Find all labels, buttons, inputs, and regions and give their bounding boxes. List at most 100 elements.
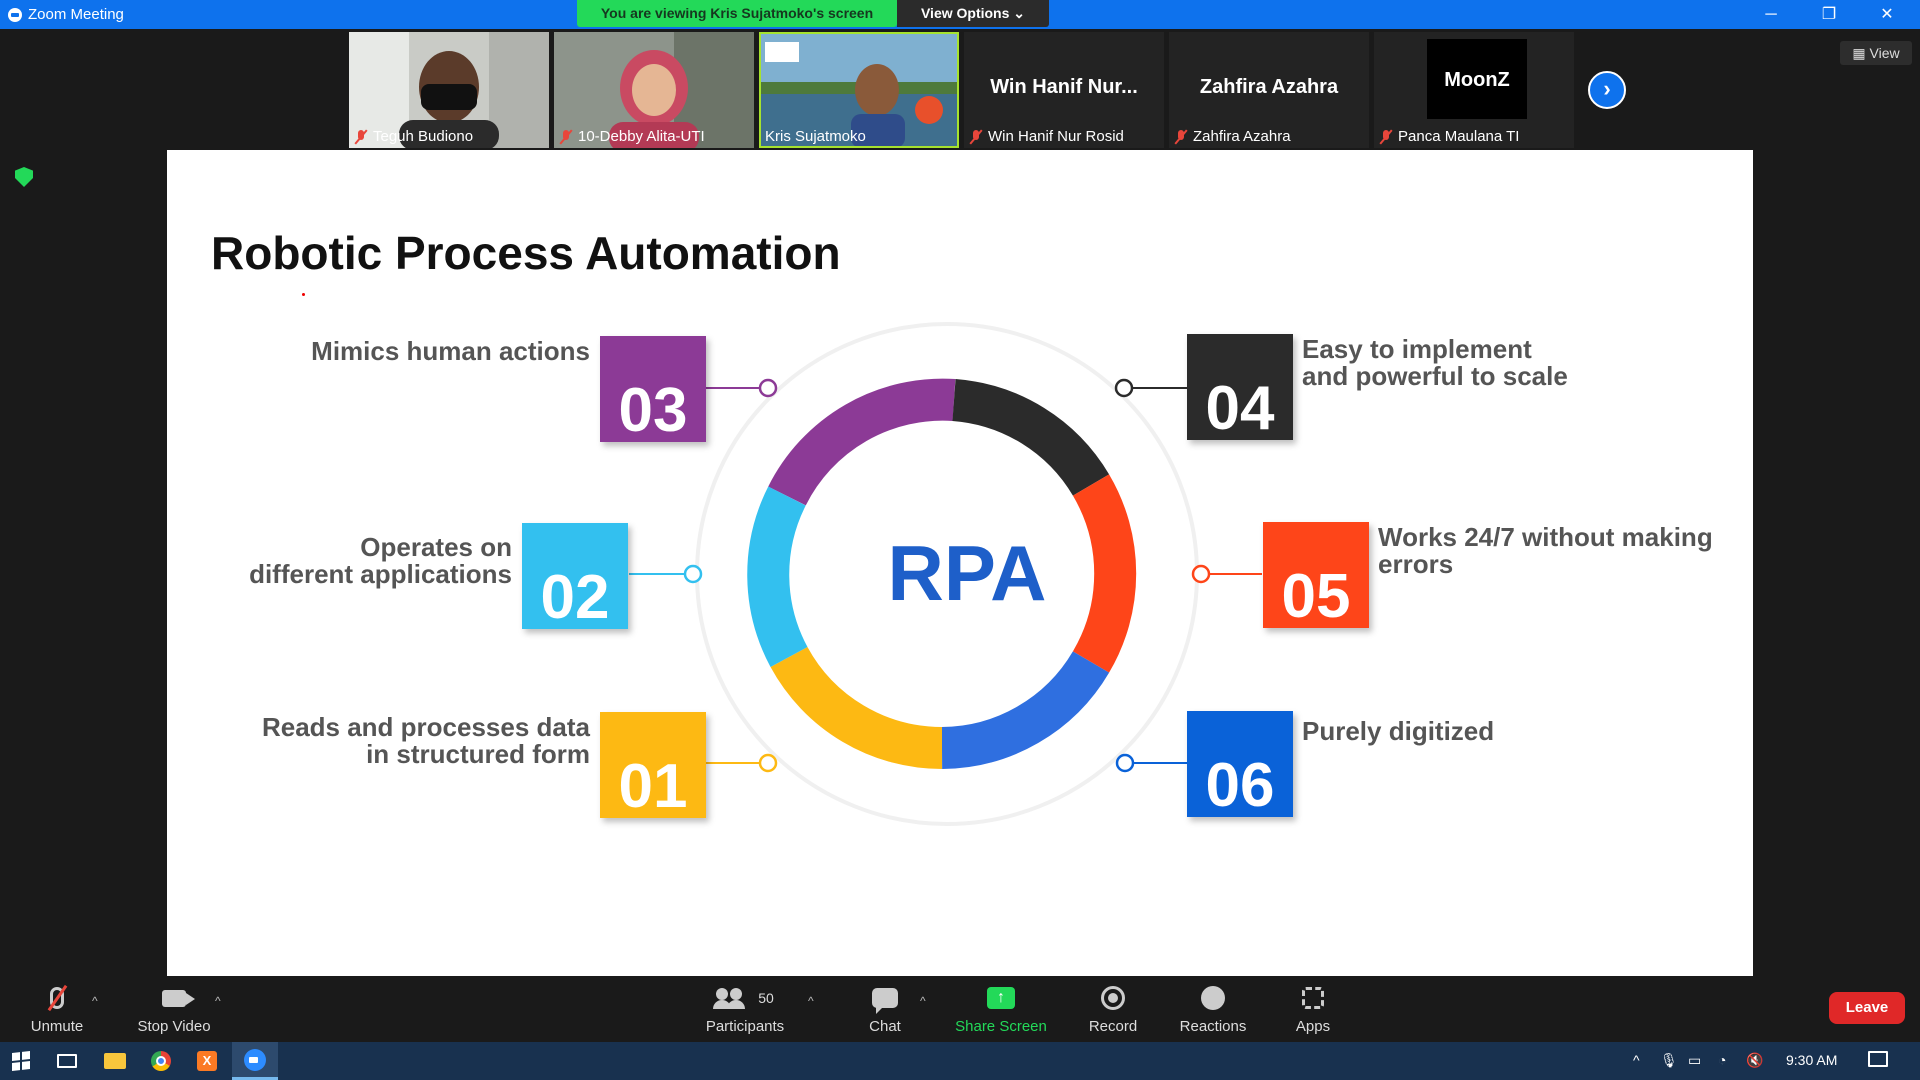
apps-button[interactable]: Apps (1258, 978, 1368, 1042)
point-text-06: Purely digitized (1302, 716, 1495, 746)
apps-icon (1302, 987, 1324, 1009)
viewing-screen-banner: You are viewing Kris Sujatmoko's screen (577, 0, 897, 27)
reactions-icon (1201, 986, 1225, 1010)
participant-name: 10-Debby Alita-UTI (560, 128, 705, 145)
video-options-caret[interactable]: ^ (215, 994, 221, 1008)
participant-tile[interactable]: MoonZ Panca Maulana TI (1374, 32, 1574, 148)
close-button[interactable]: ✕ (1880, 6, 1894, 23)
ring-segment-02 (747, 486, 808, 667)
number-box-04: 04 (1187, 334, 1293, 443)
audio-options-caret[interactable]: ^ (92, 994, 98, 1008)
number-box-06: 06 (1187, 711, 1293, 820)
windows-taskbar: X ^ 🎙 ▭ ◔ 🔇 9:30 AM (0, 1042, 1920, 1080)
battery-icon[interactable]: ▭ (1688, 1052, 1702, 1068)
participant-name: Panca Maulana TI (1380, 128, 1519, 145)
xampp-button[interactable]: X (186, 1042, 228, 1080)
mic-off-icon (970, 129, 982, 144)
tray-microphone-icon[interactable]: 🎙 (1660, 1052, 1678, 1068)
record-button[interactable]: Record (1058, 978, 1168, 1042)
microphone-icon (50, 987, 64, 1009)
next-page-arrow-icon[interactable]: › (1588, 71, 1626, 109)
ring-segment-06 (941, 650, 1110, 769)
zoom-icon (244, 1048, 266, 1071)
participant-tile[interactable]: 10-Debby Alita-UTI (554, 32, 754, 148)
participant-video (349, 32, 549, 148)
share-screen-button[interactable]: ↑ Share Screen (955, 987, 1047, 1035)
point-text-04: Easy to implement and powerful to scale (1302, 334, 1568, 391)
number-box-05: 05 (1263, 522, 1369, 631)
start-button[interactable] (0, 1042, 42, 1080)
participant-name: Kris Sujatmoko (765, 128, 866, 145)
participant-display-name: Win Hanif Nur... (990, 76, 1138, 98)
mic-off-icon (1175, 129, 1187, 144)
window-title: Zoom Meeting (28, 6, 124, 23)
zoom-app-icon (8, 8, 22, 22)
record-icon (1101, 986, 1125, 1010)
slide-title: Robotic Process Automation (211, 227, 841, 279)
participant-name: Win Hanif Nur Rosid (970, 128, 1124, 145)
participant-video (759, 32, 959, 148)
volume-muted-icon[interactable]: 🔇 (1746, 1052, 1764, 1068)
reactions-button[interactable]: Reactions (1158, 978, 1268, 1042)
task-view-button[interactable] (46, 1042, 88, 1080)
security-shield-icon[interactable] (15, 167, 33, 187)
view-layout-button[interactable]: ▦ View (1840, 41, 1912, 65)
ring-segment-03 (768, 378, 956, 506)
title-bar: Zoom Meeting You are viewing Kris Sujatm… (0, 0, 1920, 29)
stop-video-button[interactable]: Stop Video (119, 978, 229, 1042)
ring-segment-01 (770, 646, 943, 769)
participant-name: Teguh Budiono (355, 128, 473, 145)
view-options-button[interactable]: View Options ⌄ (897, 0, 1049, 27)
point-text-03: Mimics human actions (311, 336, 590, 366)
wifi-icon[interactable]: ◔ (1718, 1052, 1727, 1068)
point-text-01: Reads and processes data in structured f… (261, 712, 590, 769)
chevron-down-icon: ⌄ (1013, 5, 1026, 21)
participants-button[interactable]: 50 Participants (705, 988, 785, 1035)
participants-options-caret[interactable]: ^ (808, 994, 814, 1008)
folder-icon (104, 1053, 126, 1069)
mic-off-icon (1380, 129, 1392, 144)
participant-count: 50 (758, 990, 774, 1006)
participant-avatar: MoonZ (1427, 39, 1527, 119)
number-box-02: 02 (522, 523, 628, 632)
share-screen-icon: ↑ (987, 987, 1015, 1009)
number-box-03: 03 (600, 336, 706, 445)
video-camera-icon (162, 989, 195, 1007)
participant-tile[interactable]: Win Hanif Nur... Win Hanif Nur Rosid (964, 32, 1164, 148)
minimize-button[interactable]: ─ (1765, 6, 1777, 23)
chrome-icon (151, 1051, 171, 1071)
participant-tile[interactable]: Zahfira Azahra Zahfira Azahra (1169, 32, 1369, 148)
xampp-icon: X (197, 1051, 217, 1071)
mic-off-icon (355, 129, 367, 144)
chat-button[interactable]: Chat (830, 978, 940, 1042)
chat-icon (872, 988, 898, 1014)
point-text-05: Works 24/7 without making errors (1378, 522, 1713, 579)
ring-segment-04 (951, 379, 1110, 497)
ring-segment-05 (1072, 474, 1137, 673)
taskbar-clock[interactable]: 9:30 AM (1786, 1052, 1838, 1068)
participant-name: Zahfira Azahra (1175, 128, 1291, 145)
participant-video (554, 32, 754, 148)
file-explorer-button[interactable] (94, 1042, 136, 1080)
tray-overflow-icon[interactable]: ^ (1633, 1052, 1640, 1068)
task-view-icon (57, 1054, 77, 1068)
participants-icon (713, 988, 746, 1009)
laser-pointer-dot (302, 293, 305, 296)
unmute-button[interactable]: Unmute (2, 978, 112, 1042)
rpa-diagram (629, 322, 1262, 826)
restore-button[interactable]: ❐ (1821, 6, 1837, 23)
number-box-01: 01 (600, 712, 706, 821)
chrome-button[interactable] (140, 1042, 182, 1080)
windows-logo-icon (12, 1051, 30, 1071)
participant-display-name: Zahfira Azahra (1199, 76, 1339, 98)
notification-center-icon[interactable] (1868, 1051, 1888, 1067)
participant-tile[interactable]: Teguh Budiono (349, 32, 549, 148)
leave-meeting-button[interactable]: Leave (1829, 992, 1905, 1024)
view-options-label: View Options (920, 5, 1010, 21)
chat-options-caret[interactable]: ^ (920, 994, 926, 1008)
point-text-02: Operates on different applications (249, 532, 512, 589)
shared-screen-slide: Robotic Process Automation RPA 03 02 01 … (167, 150, 1753, 976)
zoom-taskbar-button[interactable] (232, 1042, 278, 1080)
participant-tile-active-speaker[interactable]: Kris Sujatmoko (759, 32, 959, 148)
meeting-toolbar: Unmute ^ Stop Video ^ 50 Participants ^ … (0, 978, 1920, 1042)
